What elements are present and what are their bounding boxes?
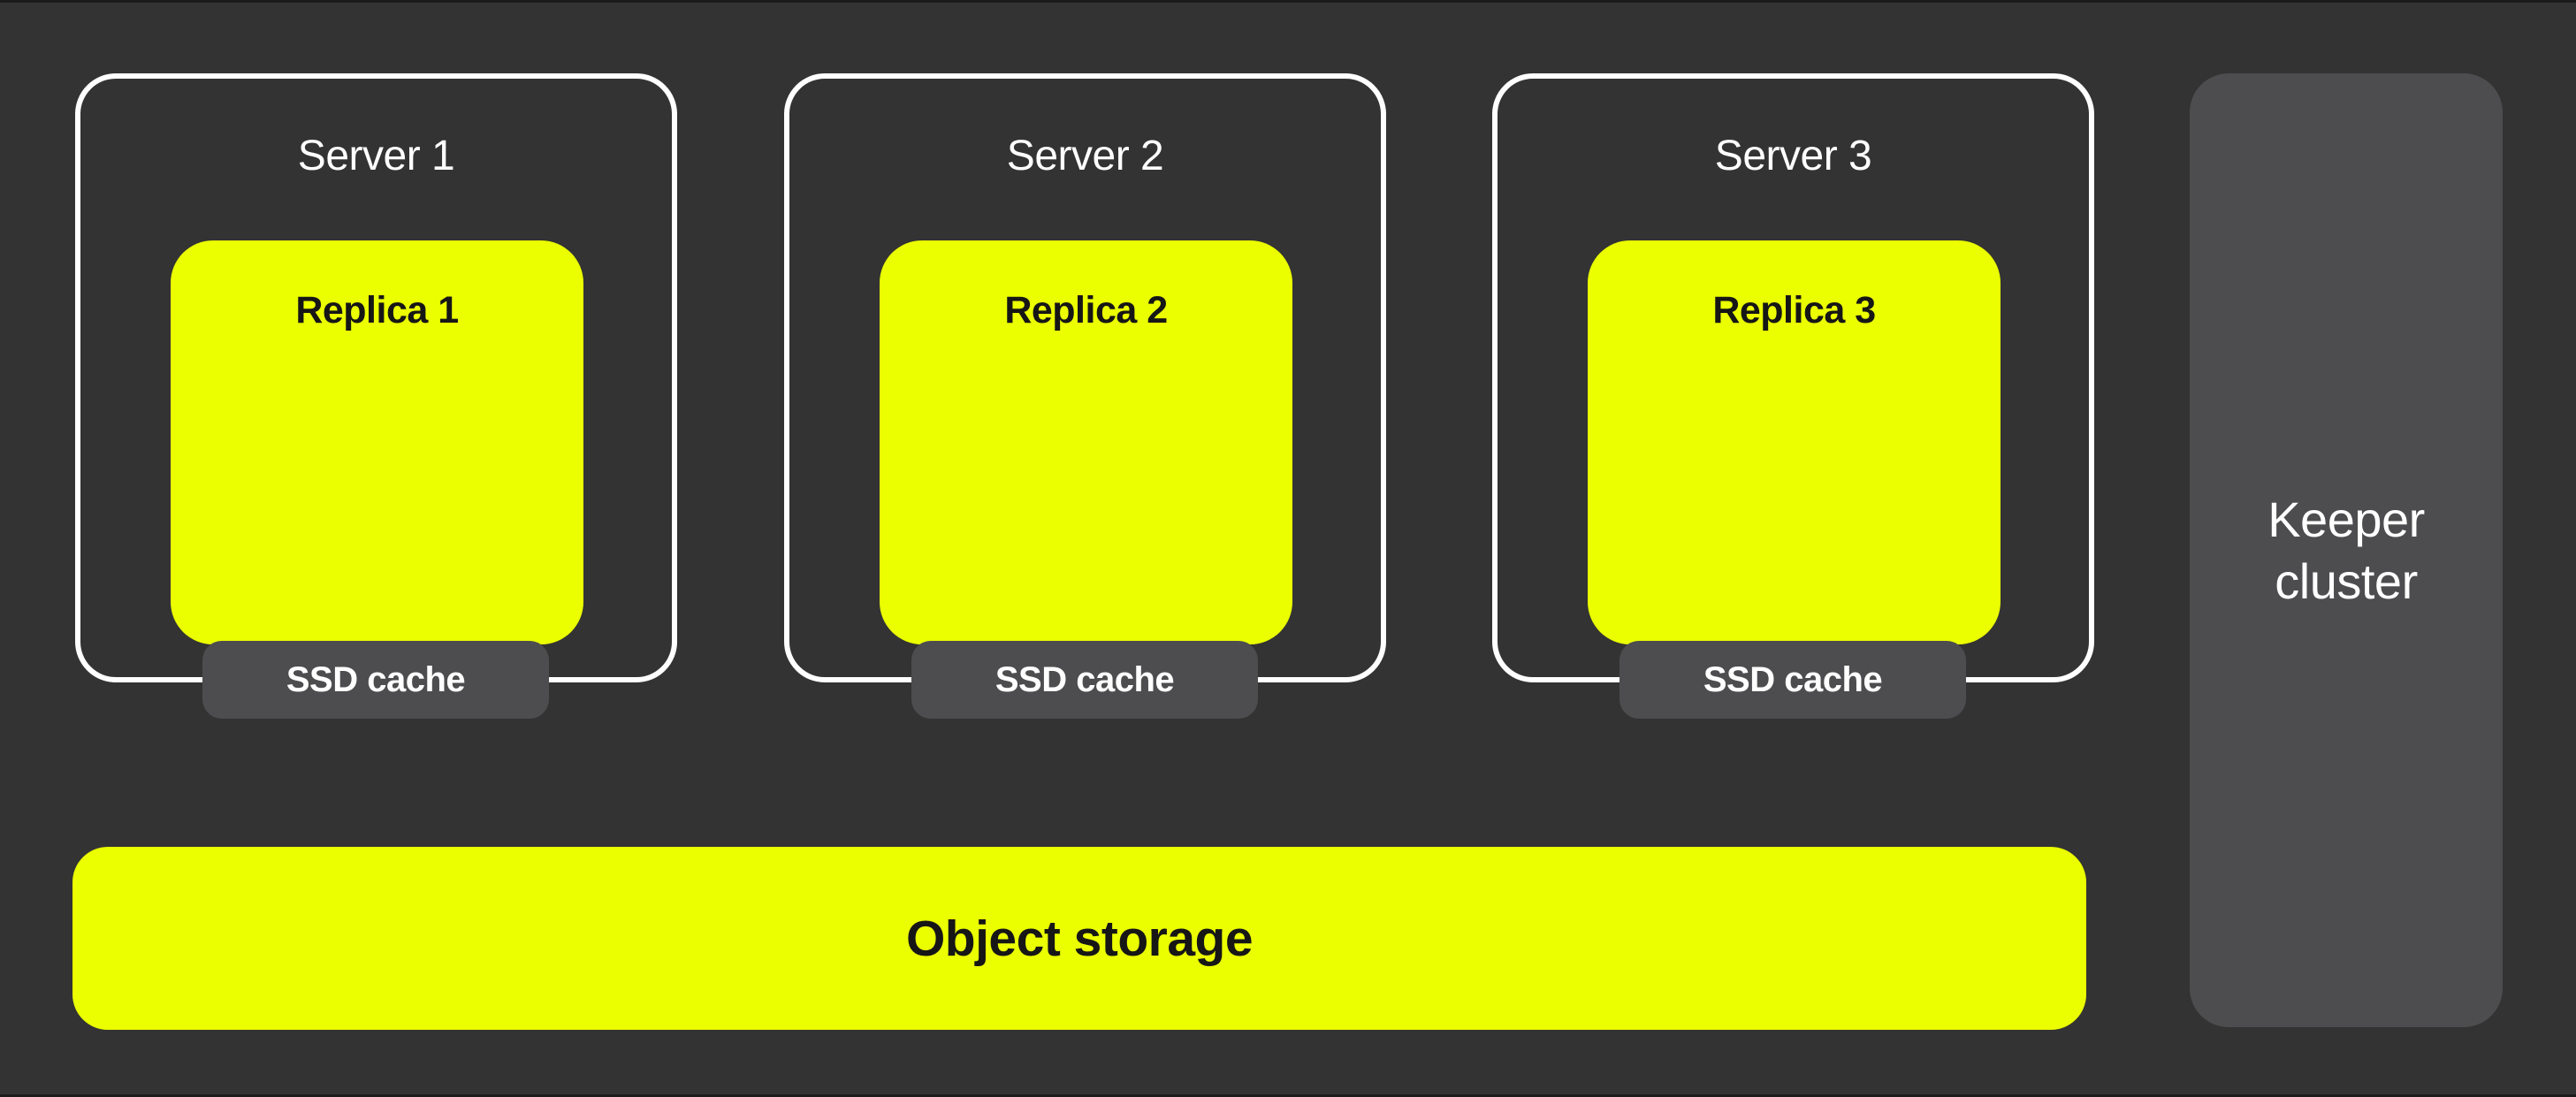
server-1-box: Server 1 Replica 1 SSD cache: [75, 73, 677, 719]
server-3-title: Server 3: [1714, 133, 1872, 179]
replica-2-box: Replica 2: [880, 240, 1292, 644]
ssd-cache-badge-1: SSD cache: [202, 641, 549, 719]
top-edge-divider: [0, 0, 2576, 3]
ssd-cache-badge-2: SSD cache: [911, 641, 1258, 719]
server-3-box: Server 3 Replica 3 SSD cache: [1492, 73, 2094, 719]
replica-1-label: Replica 1: [295, 289, 459, 331]
ssd-cache-badge-3: SSD cache: [1620, 641, 1966, 719]
replica-1-box: Replica 1: [171, 240, 583, 644]
bottom-edge-divider: [0, 1094, 2576, 1097]
replica-3-box: Replica 3: [1588, 240, 2001, 644]
server-2-box: Server 2 Replica 2 SSD cache: [784, 73, 1386, 719]
server-1-title: Server 1: [297, 133, 455, 179]
replica-2-label: Replica 2: [1004, 289, 1168, 331]
object-storage-box: Object storage: [72, 847, 2086, 1030]
keeper-cluster-box: Keeper cluster: [2190, 73, 2503, 1027]
replica-3-label: Replica 3: [1712, 289, 1876, 331]
server-2-title: Server 2: [1006, 133, 1164, 179]
